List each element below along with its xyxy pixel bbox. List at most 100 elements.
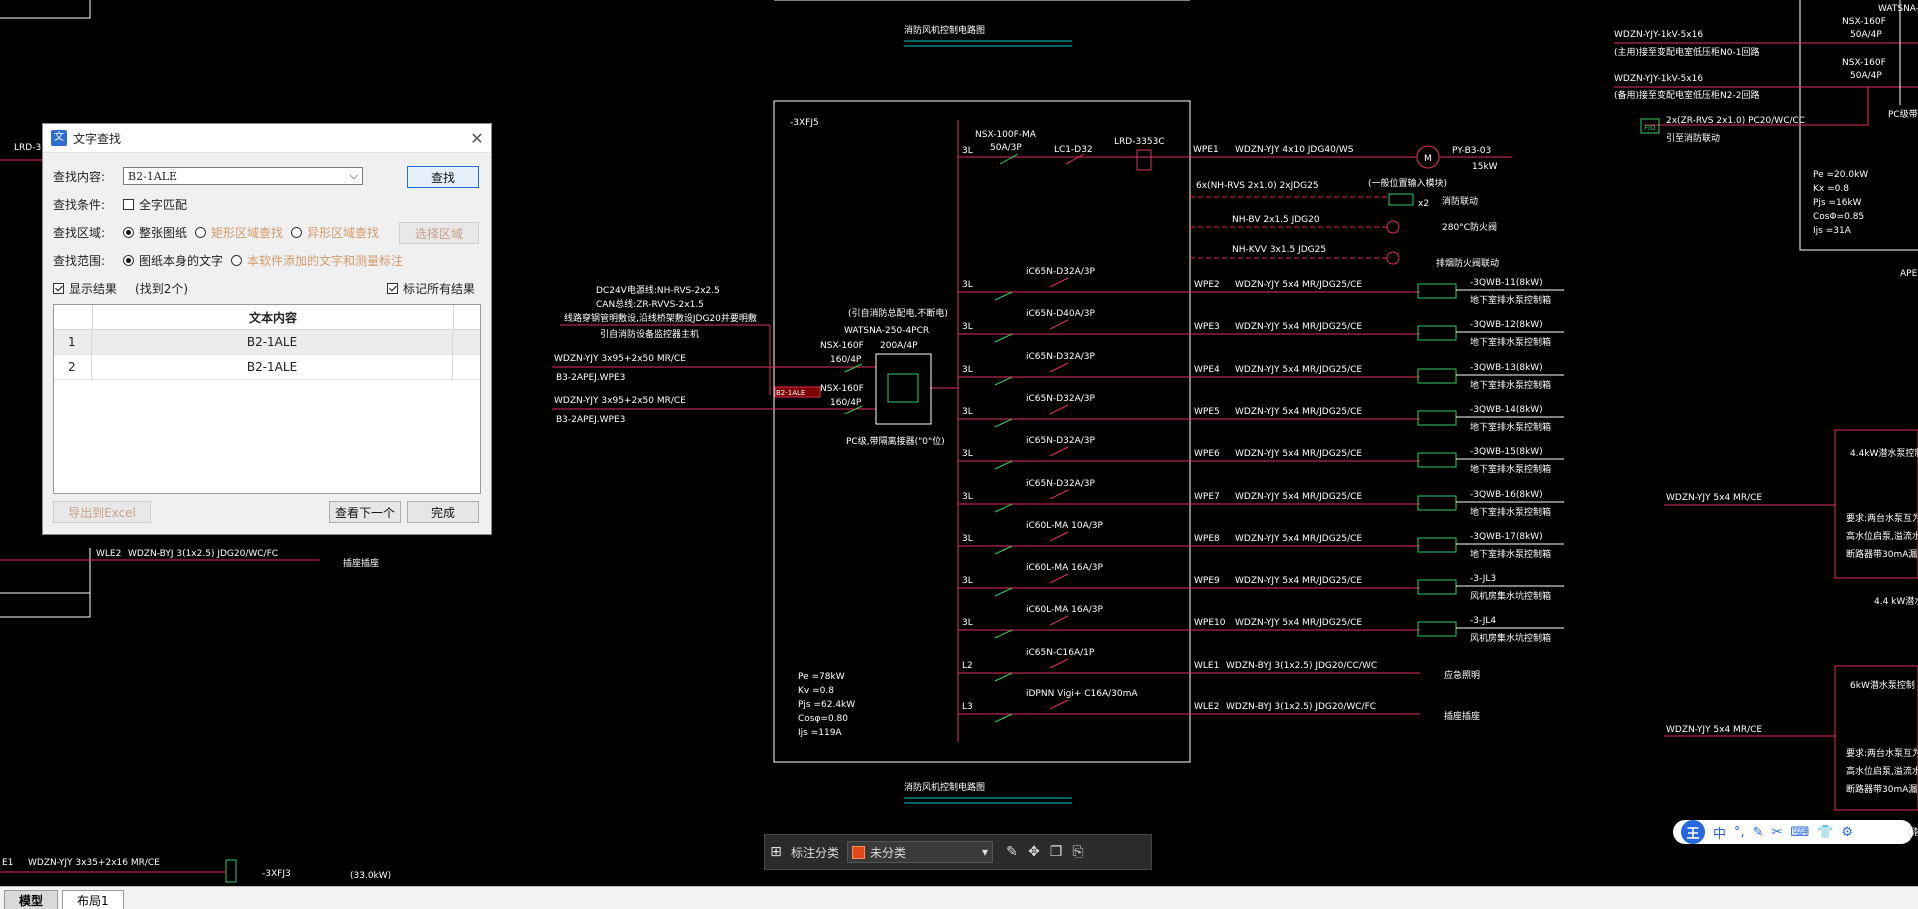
tab-model[interactable]: 模型 [4,890,59,909]
panel-label: -3XFJ5 [790,118,819,128]
svg-text:LRD-3353C: LRD-3353C [1114,137,1165,147]
svg-text:引至消防联动: 引至消防联动 [1666,132,1720,144]
close-icon[interactable]: ✕ [470,128,484,148]
next-result-button[interactable]: 查看下一个 [329,501,401,523]
copy-icon[interactable]: ❐ [1049,844,1063,860]
mark-all-checkbox[interactable]: 标记所有结果 [387,280,475,297]
grid-icon[interactable]: ⊞ [770,844,782,860]
paste-icon[interactable]: ⎘ [1072,844,1084,860]
drawing-top-title: 消防风机控制电路图 [904,24,985,36]
range-drawing-radio[interactable]: 图纸本身的文字 [123,252,223,269]
select-area-button[interactable]: 选择区域 [399,222,479,244]
checkbox-icon[interactable] [387,282,398,294]
export-excel-button[interactable]: 导出到Excel [53,501,151,523]
svg-text:(备用)接至变配电室低压柜N2-2回路: (备用)接至变配电室低压柜N2-2回路 [1614,89,1759,101]
found-count: (找到2个) [135,281,189,296]
search-content-combo[interactable]: B2-1ALE ⌵ [123,167,363,185]
branch-load: -3QWB-15(8kW) [1470,447,1543,457]
area-shape-label: 异形区域查找 [307,225,380,240]
show-results-label: 显示结果 [69,281,118,296]
tab-layout1[interactable]: 布局1 [62,890,124,909]
svg-text:WDZN-YJY 5x4 MR/CE: WDZN-YJY 5x4 MR/CE [1666,493,1762,503]
branch-code: WLE2 [1194,702,1219,712]
done-button[interactable]: 完成 [407,501,479,523]
branch-cable: WDZN-YJY 5x4 MR/JDG25/CE [1235,280,1362,290]
range-added-radio[interactable]: 本软件添加的文字和测量标注 [231,252,403,269]
keyboard-icon[interactable]: ⌨ [1790,824,1810,840]
branch-phase: 3L [962,280,973,290]
svg-text:消防联动: 消防联动 [1442,195,1478,207]
skin-icon[interactable]: 👕 [1817,824,1834,840]
handwrite-icon[interactable]: ✎ [1752,824,1764,840]
edit-icon[interactable]: ✎ [1006,844,1018,860]
ime-mode[interactable]: 中 [1713,826,1727,842]
area-whole-radio[interactable]: 整张图纸 [123,224,187,241]
branch-load-note: 地下室排水泵控制箱 [1470,463,1551,475]
branch-phase: 3L [962,618,973,628]
ime-logo[interactable]: 王 [1681,820,1705,844]
svg-text:3L: 3L [962,146,973,156]
svg-text:WDZN-YJY 4x10 JDG40/WS: WDZN-YJY 4x10 JDG40/WS [1235,145,1354,155]
chevron-down-icon[interactable]: ⌵ [349,169,358,182]
radio-icon[interactable] [231,254,243,266]
radio-icon[interactable] [123,226,134,238]
branch-phase: 3L [962,322,973,332]
find-button[interactable]: 查找 [407,166,479,188]
caret-down-icon[interactable]: ▾ [981,845,989,859]
radio-icon[interactable] [291,226,303,238]
breaker-symbol [994,460,1013,470]
dialog-titlebar[interactable]: 文 文字查找 ✕ [43,124,491,153]
radio-icon[interactable] [123,254,134,266]
show-results-checkbox[interactable]: 显示结果 [53,280,117,297]
range-drawing-label: 图纸本身的文字 [139,253,224,268]
annotation-category-select[interactable]: 未分类 ▾ [847,841,994,863]
svg-text:WDZN-BYJ 3(1x2.5) JDG20/WC/FC: WDZN-BYJ 3(1x2.5) JDG20/WC/FC [128,549,278,559]
radio-icon[interactable] [195,226,207,238]
find-text-dialog: 文 文字查找 ✕ 查找内容: B2-1ALE ⌵ 查找 查找条件: 全字匹配 查… [42,123,492,535]
breaker-symbol [994,376,1013,386]
settings-icon[interactable]: ⚙ [1841,824,1854,840]
range-label: 查找范围: [53,253,106,268]
move-icon[interactable]: ✥ [1028,844,1040,860]
breaker-symbol [1049,489,1069,500]
area-shape-radio[interactable]: 异形区域查找 [291,224,379,241]
area-rect-label: 矩形区域查找 [211,225,284,240]
full-match-checkbox[interactable]: 全字匹配 [123,196,187,213]
checkbox-icon[interactable] [123,198,134,210]
table-row[interactable]: 2 B2-1ALE [54,355,480,380]
branch-phase: L3 [962,702,973,712]
scissors-icon[interactable]: ✂ [1771,824,1783,840]
svg-text:Kv =0.8: Kv =0.8 [798,686,834,696]
svg-text:Pjs =16kW: Pjs =16kW [1813,198,1862,208]
breaker-symbol [994,333,1013,343]
full-match-label: 全字匹配 [139,197,188,212]
branch-load: -3QWB-13(8kW) [1470,363,1543,373]
svg-text:WDZN-YJY 3x95+2x50 MR/CE: WDZN-YJY 3x95+2x50 MR/CE [554,354,686,364]
branch-code: WLE1 [1194,661,1219,671]
branch-breaker: iC65N-C16A/1P [1026,648,1095,658]
branch-breaker: iC65N-D40A/3P [1026,309,1096,319]
breaker-symbol [1049,573,1069,584]
load-box-symbol [1417,410,1457,426]
svg-text:断路器带30mA漏电: 断路器带30mA漏电 [1846,548,1918,560]
svg-text:APE: APE [1900,269,1918,279]
breaker-symbol [1049,531,1069,542]
area-rect-radio[interactable]: 矩形区域查找 [195,224,283,241]
table-row[interactable]: 1 B2-1ALE [54,330,480,355]
svg-text:B3-2APEJ.WPE3: B3-2APEJ.WPE3 [556,373,625,383]
punctuation-icon[interactable]: °, [1734,824,1745,840]
branch-load-note: 地下室排水泵控制箱 [1470,548,1551,560]
checkbox-icon[interactable] [53,282,64,294]
